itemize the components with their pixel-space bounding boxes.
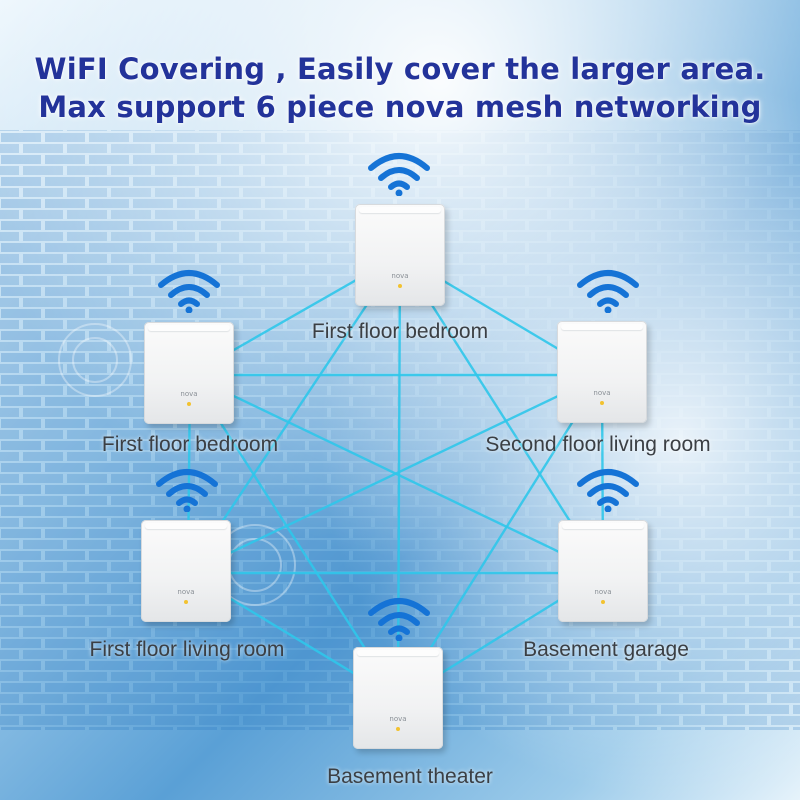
node-label: First floor bedroom [311, 320, 489, 343]
nova-router: nova [141, 520, 231, 622]
node-label: Basement theater [327, 765, 493, 788]
led-indicator [601, 600, 605, 604]
brand-label: nova [593, 389, 611, 397]
led-indicator [398, 284, 402, 288]
wifi-icon [577, 270, 639, 313]
wifi-icon [368, 153, 430, 196]
nova-router: nova [558, 520, 648, 622]
brand-label: nova [594, 588, 612, 596]
nova-router: nova [144, 322, 234, 424]
led-indicator [396, 727, 400, 731]
wifi-icon [577, 469, 639, 512]
node-label: Second floor living room [485, 433, 711, 456]
node-label: First floor bedroom [101, 433, 279, 456]
brand-label: nova [391, 272, 409, 280]
node-label: Basement garage [523, 638, 689, 661]
headline-line-2: Max support 6 piece nova mesh networking [38, 90, 762, 124]
wifi-icon [158, 270, 220, 313]
brand-label: nova [389, 715, 407, 723]
nova-router: nova [355, 204, 445, 306]
led-indicator [600, 401, 604, 405]
mesh-link [396, 374, 604, 701]
mesh-link [187, 373, 603, 575]
nova-router: nova [557, 321, 647, 423]
node-label: First floor living room [89, 638, 285, 661]
nova-router: nova [353, 647, 443, 749]
wifi-icon [156, 469, 218, 512]
brand-label: nova [180, 390, 198, 398]
brand-label: nova [177, 588, 195, 596]
mesh-link [188, 374, 400, 701]
led-indicator [184, 600, 188, 604]
led-indicator [187, 402, 191, 406]
headline-line-1: WiFI Covering , Easily cover the larger … [34, 52, 766, 86]
wifi-icon [368, 598, 430, 641]
